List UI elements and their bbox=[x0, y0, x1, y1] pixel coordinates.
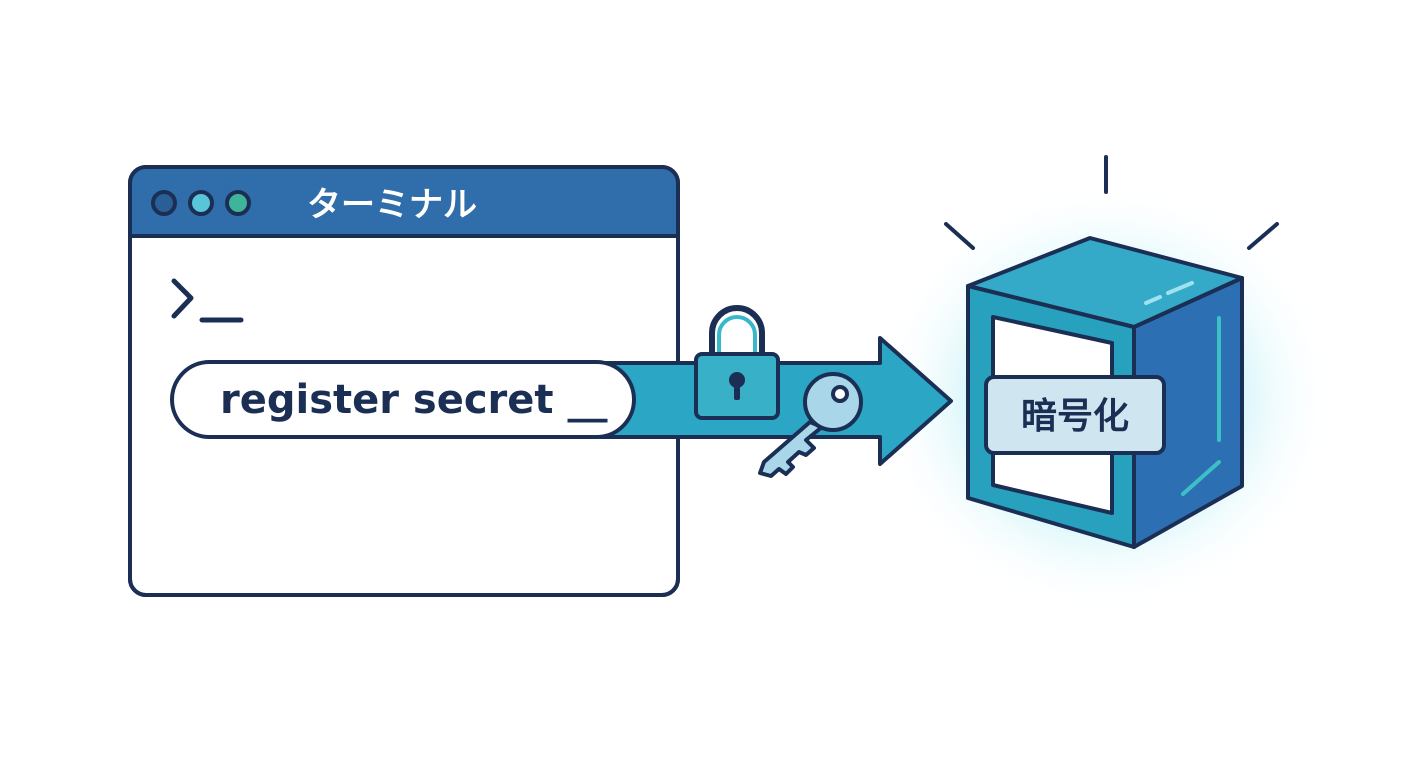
padlock-icon bbox=[694, 305, 780, 420]
glow-rays bbox=[944, 155, 1279, 250]
ray-left bbox=[944, 222, 975, 250]
ray-right bbox=[1247, 222, 1279, 250]
prompt-icon bbox=[171, 278, 244, 323]
terminal-title: ターミナル bbox=[307, 185, 477, 225]
window-dot-icon[interactable] bbox=[151, 190, 177, 216]
cube-highlight bbox=[1144, 295, 1162, 305]
cube-highlight bbox=[1166, 281, 1194, 295]
key-icon bbox=[758, 372, 863, 478]
command-pill[interactable]: register secret __ bbox=[170, 360, 636, 439]
cube-highlight bbox=[1181, 460, 1221, 496]
vault-label: 暗号化 bbox=[984, 375, 1166, 455]
window-dot-icon[interactable] bbox=[225, 190, 251, 216]
window-dot-icon[interactable] bbox=[188, 190, 214, 216]
cube-vault-icon[interactable]: 暗号化 bbox=[966, 236, 1244, 549]
terminal-title-bar bbox=[130, 167, 678, 236]
command-text: register secret __ bbox=[220, 377, 607, 423]
vault-label-text: 暗号化 bbox=[1021, 396, 1129, 437]
